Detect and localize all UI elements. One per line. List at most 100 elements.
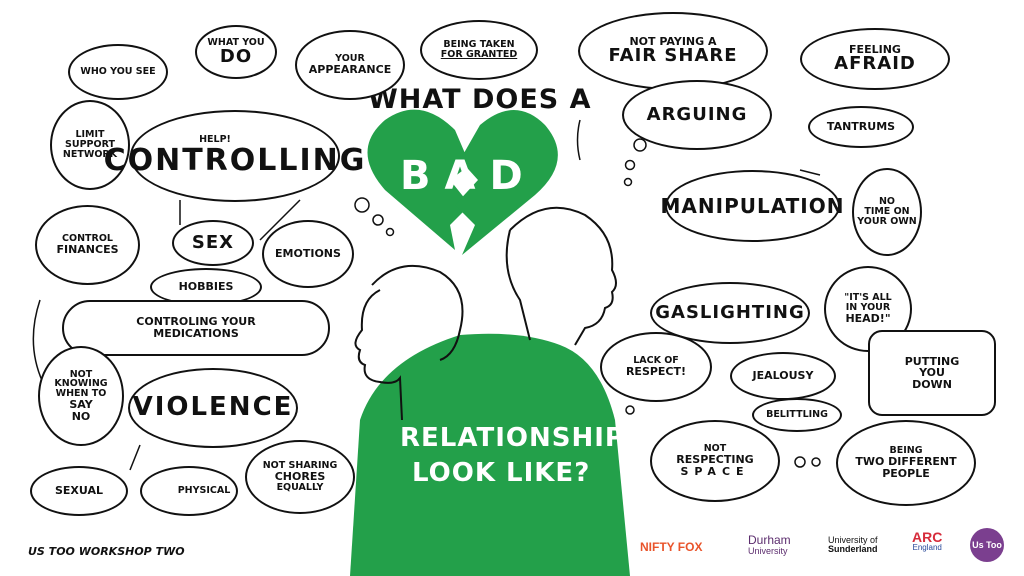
granted-line1: BEING TAKEN bbox=[443, 39, 515, 51]
not-knowing-line5: NO bbox=[71, 409, 91, 423]
woman-hair-outline bbox=[371, 264, 464, 361]
who-you-see-text: WHO you SEE bbox=[80, 66, 156, 78]
finances-line2: FINANCES bbox=[56, 243, 119, 257]
afraid-line1: FEELING bbox=[849, 42, 901, 56]
bubble-manipulation: MANIPULATION bbox=[661, 170, 843, 242]
not-knowing-line2: KNOWING bbox=[54, 378, 108, 390]
gaslighting-text: GASLIGHTING bbox=[655, 301, 805, 323]
no-time-line1: NO bbox=[878, 196, 896, 208]
chores-line1: NOT SHARING bbox=[262, 460, 338, 472]
us-too-logo: Us Too bbox=[970, 528, 1004, 562]
head-line1: "It's all bbox=[844, 292, 892, 304]
putting-line2: YOU bbox=[919, 366, 945, 380]
fair-share-line1: NOT PAYING A bbox=[629, 34, 717, 48]
bubble-putting-you-down: PUTTING YOU DOWN bbox=[868, 330, 996, 416]
sunderland-text-1: University of bbox=[828, 535, 878, 545]
appearance-line2: APPEARANCE bbox=[308, 63, 392, 77]
arc-text-2: England bbox=[912, 543, 942, 552]
no-time-line2: TIME on bbox=[864, 206, 910, 218]
belittling-text: BELITTLING bbox=[766, 409, 828, 421]
bubble-no-time: NO TIME on your OWN bbox=[852, 168, 922, 256]
title-top: WHAT DOES A bbox=[368, 84, 592, 115]
emotions-text: EMOTIONS bbox=[275, 247, 341, 261]
manipulation-text: MANIPULATION bbox=[660, 193, 845, 218]
bubble-violence: VIOLENCE bbox=[128, 368, 298, 448]
bubble-who-you-see: WHO you SEE bbox=[68, 44, 168, 100]
no-time-line3: your OWN bbox=[857, 215, 917, 227]
workshop-caption: US TOO WORKSHOP TWO bbox=[28, 545, 185, 558]
bubble-tantrums: TANTRUMS bbox=[808, 106, 914, 148]
sexual-text: SEXUAL bbox=[54, 484, 104, 498]
bubble-medications: CONTROLING YOUR MEDICATIONS bbox=[62, 300, 330, 356]
bubble-jealousy: JEALOUSY bbox=[730, 352, 836, 400]
putting-line3: DOWN bbox=[912, 377, 952, 391]
jealousy-text: JEALOUSY bbox=[752, 369, 814, 383]
tantrums-text: TANTRUMS bbox=[826, 120, 896, 134]
arguing-text: ARGUING bbox=[646, 103, 748, 125]
two-people-line3: PEOPLE bbox=[882, 466, 930, 480]
durham-text-1: Durham bbox=[748, 533, 791, 547]
hobbies-text: HOBBIES bbox=[178, 280, 234, 294]
respect-line1: LACK of bbox=[633, 355, 679, 367]
controlling-text: CONTROLLING bbox=[103, 143, 367, 179]
bubble-sex: SEX bbox=[172, 220, 254, 266]
nifty-fox-text: NIFTY FOX bbox=[640, 540, 703, 554]
sunderland-text-2: Sunderland bbox=[828, 544, 878, 555]
help-text: HELP! bbox=[199, 134, 231, 146]
limit-line1: LIMIT bbox=[75, 129, 105, 141]
not-knowing-line4: SAY bbox=[69, 398, 93, 412]
durham-logo: Durham University bbox=[748, 534, 791, 556]
bubble-what-you-do: WHAT YOU DO bbox=[195, 25, 277, 79]
not-knowing-line3: WHEN TO bbox=[55, 388, 107, 400]
man-neck-outline bbox=[505, 229, 531, 341]
limit-line3: NETWORK bbox=[62, 148, 118, 160]
woman-face-outline bbox=[354, 289, 403, 421]
bubble-physical: PHYSICAL bbox=[140, 466, 238, 516]
two-people-line1: BEING bbox=[889, 445, 923, 457]
sex-text: SEX bbox=[191, 231, 235, 253]
medications-line1: CONTROLING YOUR bbox=[136, 315, 256, 329]
chores-line2: CHORES bbox=[274, 470, 326, 484]
limit-line2: SUPPORT bbox=[65, 139, 115, 151]
bubble-belittling: BELITTLING bbox=[752, 398, 842, 432]
what-you-do-line2: DO bbox=[219, 45, 253, 67]
arc-england-logo: ARC England bbox=[912, 530, 942, 552]
durham-text-2: University bbox=[748, 545, 788, 556]
sunderland-logo: University of Sunderland bbox=[828, 535, 878, 555]
putting-line1: PUTTING bbox=[904, 354, 960, 368]
green-shirt-shape bbox=[350, 333, 630, 576]
violence-text: VIOLENCE bbox=[132, 392, 294, 423]
physical-text: PHYSICAL bbox=[177, 485, 231, 497]
bubble-arguing: ARGUING bbox=[622, 80, 772, 150]
us-too-text: Us Too bbox=[972, 540, 1002, 550]
bubble-two-different-people: BEING TWO DIFFERENT PEOPLE bbox=[836, 420, 976, 506]
medications-line2: MEDICATIONS bbox=[153, 327, 239, 340]
bubble-controlling: HELP! CONTROLLING bbox=[104, 110, 364, 202]
respect-line2: RESPECT! bbox=[625, 365, 687, 379]
bubble-chores: NOT SHARING CHORES EQUALLY bbox=[245, 440, 355, 514]
afraid-line2: AFRAID bbox=[834, 53, 916, 75]
granted-line2: FOR GRANTED bbox=[440, 49, 518, 60]
bubble-limit-support: LIMIT SUPPORT NETWORK bbox=[50, 100, 130, 190]
bubble-not-respecting-space: NOT RESPECTING SPACE bbox=[650, 420, 780, 502]
bubble-feeling-afraid: FEELING AFRAID bbox=[800, 28, 950, 90]
bubble-hobbies: HOBBIES bbox=[150, 268, 262, 306]
fair-share-line2: FAIR SHARE bbox=[608, 45, 738, 67]
arc-text-1: ARC bbox=[912, 529, 943, 545]
bubble-control-finances: CONTROL FINANCES bbox=[35, 205, 140, 285]
bubble-not-knowing: NOT KNOWING WHEN TO SAY NO bbox=[38, 346, 124, 446]
bubble-lack-of-respect: LACK of RESPECT! bbox=[600, 332, 712, 402]
title-bottom-1: RELATIONSHIP bbox=[400, 423, 625, 453]
two-people-line2: TWO DIFFERENT bbox=[855, 455, 957, 469]
nifty-fox-logo: NIFTY FOX bbox=[640, 540, 702, 554]
what-you-do-line1: WHAT YOU bbox=[207, 36, 265, 48]
broken-heart-right bbox=[455, 110, 558, 255]
bubble-your-appearance: YOUR APPEARANCE bbox=[295, 30, 405, 100]
head-line3: HEAD!" bbox=[845, 312, 891, 326]
bubble-fair-share: NOT PAYING A FAIR SHARE bbox=[578, 12, 768, 90]
space-line3: SPACE bbox=[680, 464, 750, 478]
bubble-emotions: EMOTIONS bbox=[262, 220, 354, 288]
title-heart-word: BAD bbox=[400, 153, 537, 199]
